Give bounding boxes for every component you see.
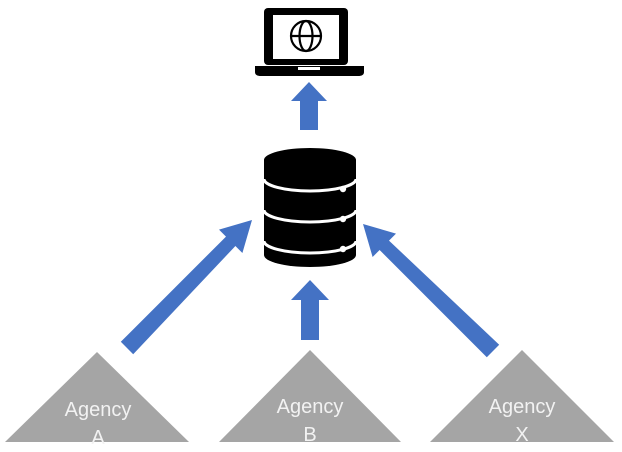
agency-x-name: Agency (488, 396, 556, 418)
agency-a-name: Agency (64, 399, 132, 421)
laptop-globe-icon (255, 8, 364, 76)
agency-b-triangle (219, 350, 401, 442)
agency-x-id: X (515, 424, 529, 446)
agency-b-id: B (303, 424, 317, 446)
agency-a-label: Agency A (38, 396, 158, 452)
flow-arrow-agency-x (363, 224, 500, 358)
agency-b-name: Agency (276, 396, 344, 418)
agency-x-triangle (430, 350, 614, 442)
agency-x-label: Agency X (462, 393, 582, 449)
flow-arrow-agency-b (291, 280, 329, 340)
database-icon (262, 148, 358, 267)
agency-b-label: Agency B (250, 393, 370, 449)
flow-arrow-to-laptop (291, 82, 327, 130)
agency-a-id: A (91, 427, 105, 449)
flow-arrow-agency-a (120, 220, 252, 355)
agency-a-triangle (5, 352, 189, 442)
